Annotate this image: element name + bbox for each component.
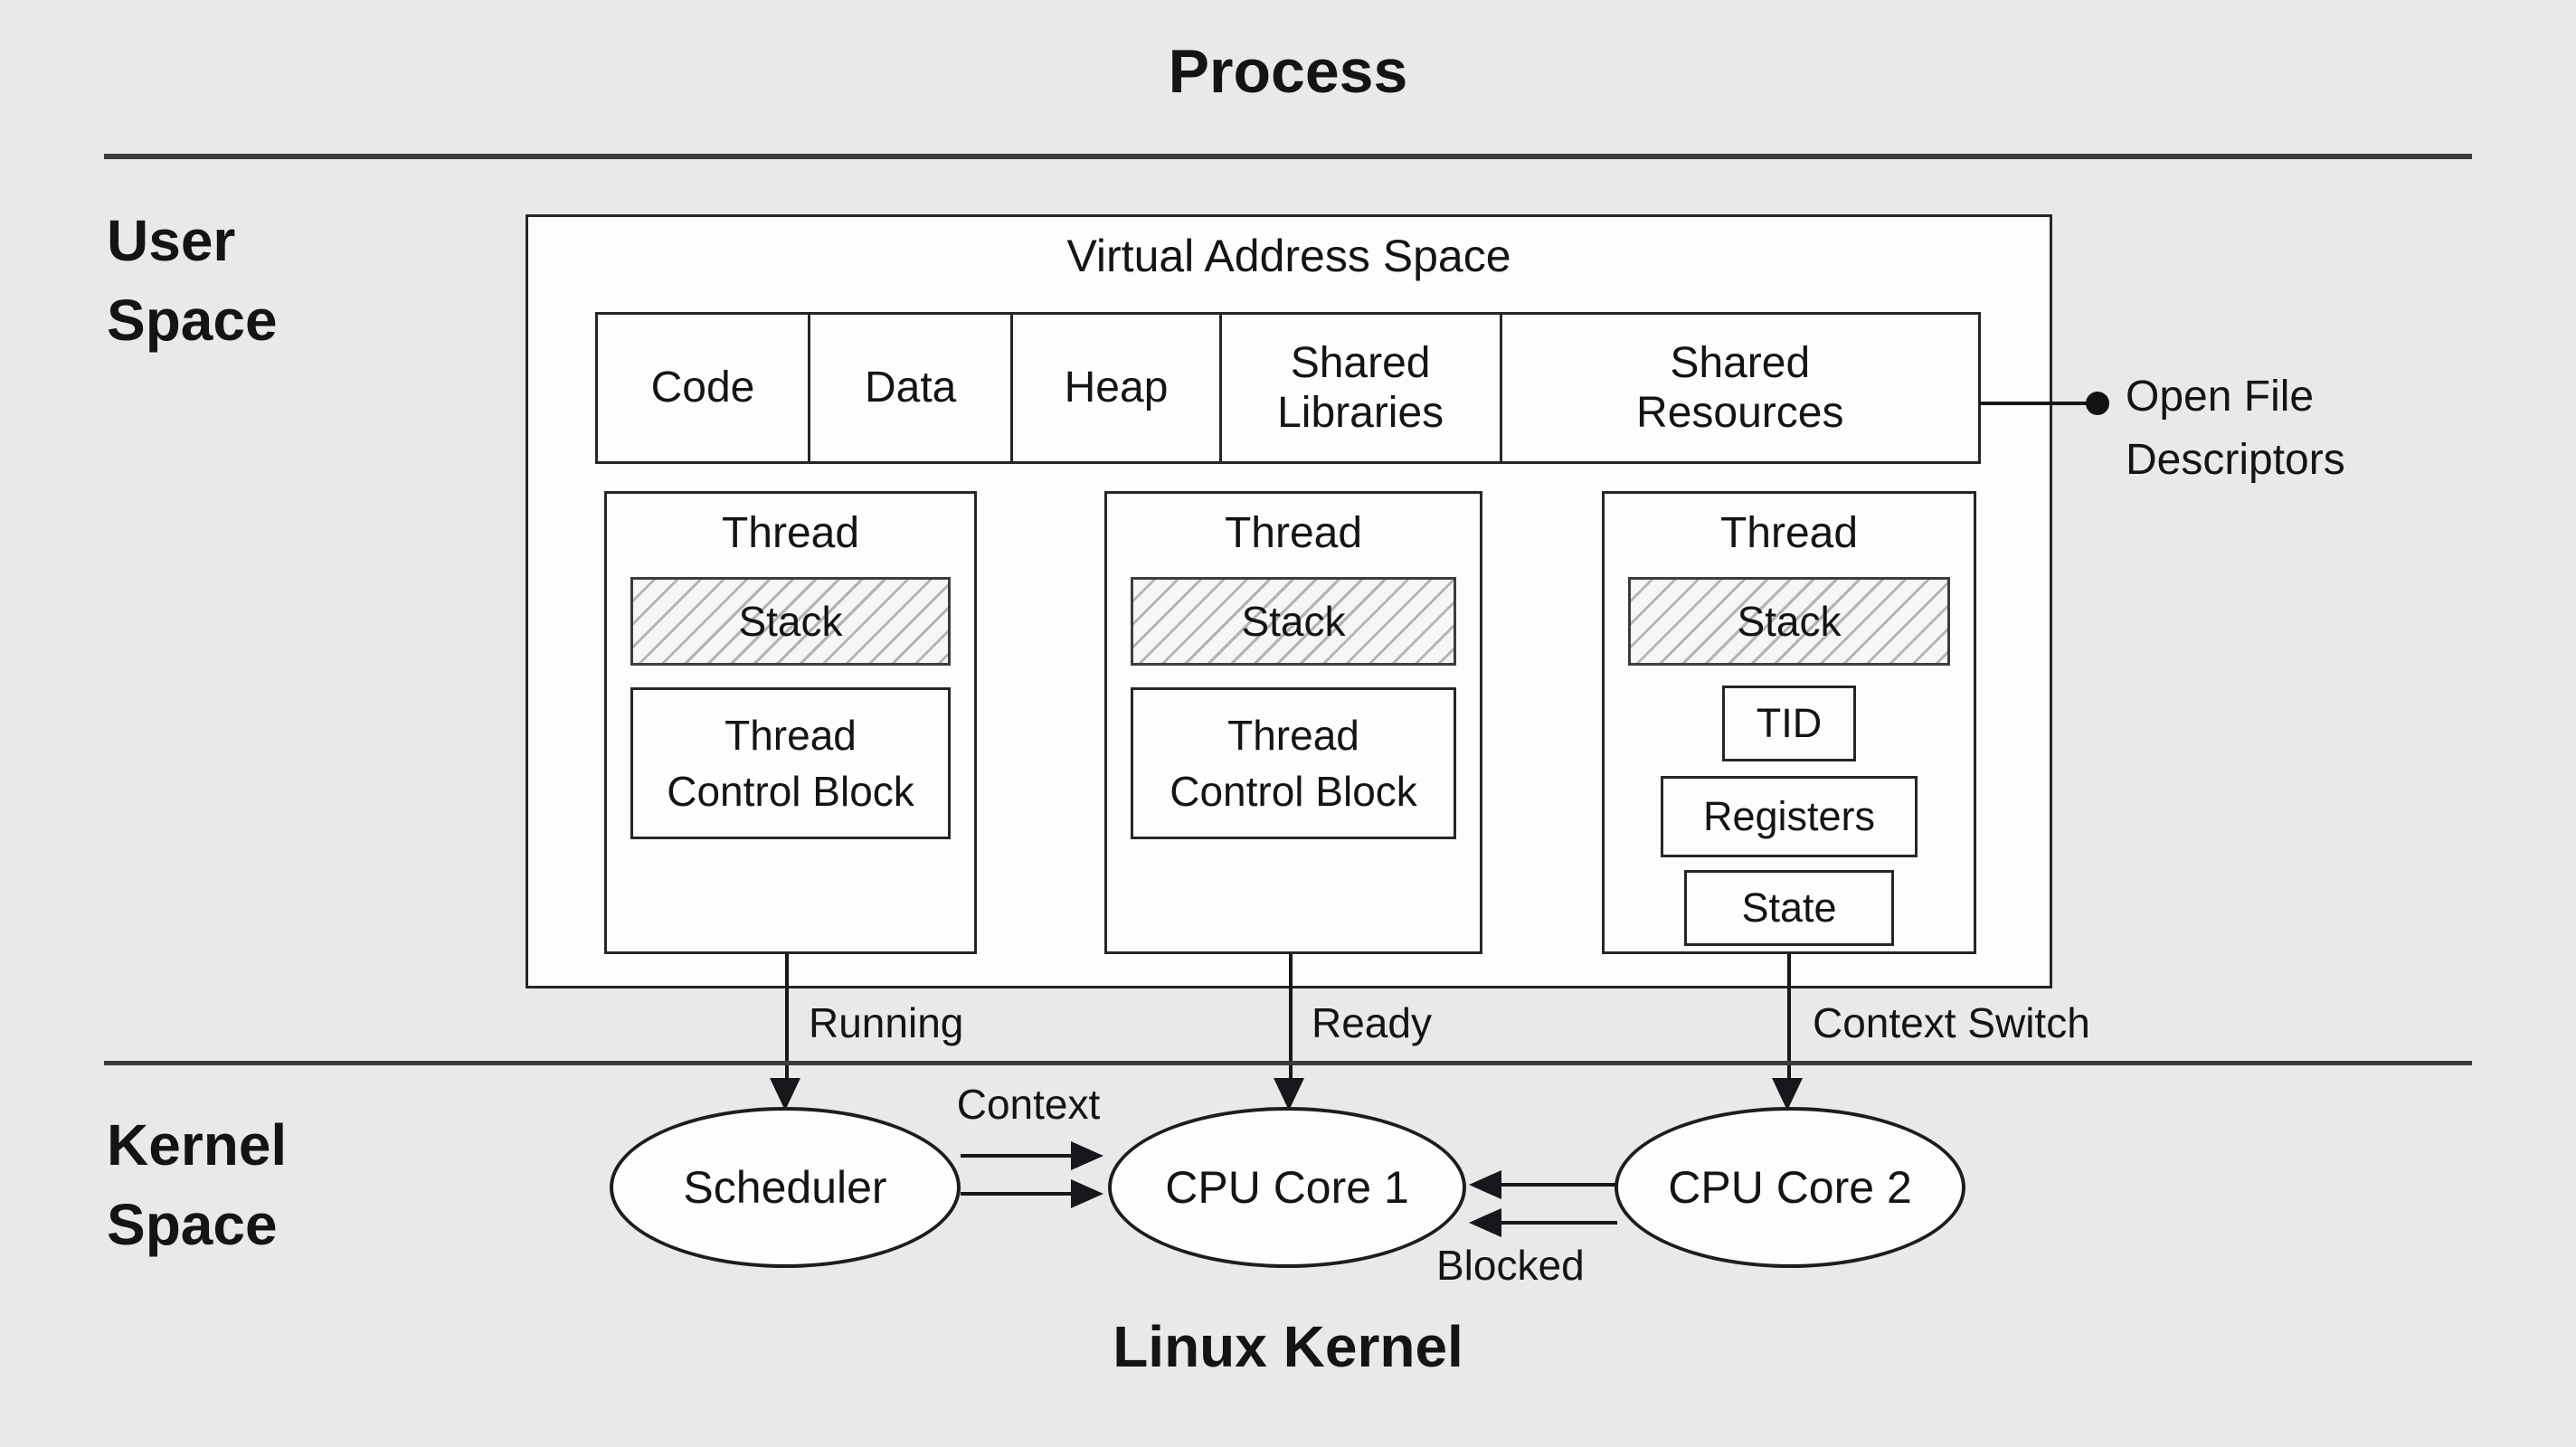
arrow-cpu2-to-cpu1-lower-head <box>1469 1208 1501 1237</box>
thread-1-title: Thread <box>721 509 860 557</box>
open-fd-bullet-dot <box>2086 392 2109 415</box>
thread-3-stack: Stack <box>1628 577 1950 666</box>
thread-3-state-box: State <box>1684 870 1894 946</box>
segment-shared-resources: Shared Resources <box>1501 315 1978 461</box>
linux-kernel-title: Linux Kernel <box>1113 1314 1463 1379</box>
arrow-cpu2-to-cpu1-upper-head <box>1469 1170 1501 1199</box>
thread-box-1: Thread Stack Thread Control Block <box>604 491 977 954</box>
user-space-label: User Space <box>107 208 278 354</box>
segment-data: Data <box>810 315 1014 461</box>
thread-2-control-block: Thread Control Block <box>1131 687 1456 839</box>
thread-3-registers-box: Registers <box>1661 776 1918 857</box>
arrow-scheduler-to-cpu1-upper-head <box>1071 1141 1103 1170</box>
cpu-core-2-node: CPU Core 2 <box>1615 1107 1965 1268</box>
transition-ready-label: Ready <box>1312 999 1432 1046</box>
arrow-thread3-to-cpu2-line <box>1787 954 1791 1081</box>
segment-heap: Heap <box>1013 315 1222 461</box>
thread-2-title: Thread <box>1224 509 1363 557</box>
cpu-core-1-node: CPU Core 1 <box>1108 1107 1466 1268</box>
thread-1-control-block: Thread Control Block <box>630 687 951 839</box>
arrow-thread3-to-cpu2-head <box>1772 1078 1803 1111</box>
context-label: Context <box>956 1081 1101 1128</box>
arrow-scheduler-to-cpu1-lower-line <box>961 1192 1073 1196</box>
arrow-thread2-to-cpu1-head <box>1274 1078 1304 1111</box>
open-fd-connector-line <box>1979 402 2097 405</box>
thread-1-stack: Stack <box>630 577 951 666</box>
arrow-cpu2-to-cpu1-lower-line <box>1501 1221 1617 1225</box>
arrow-thread1-to-scheduler-head <box>770 1078 800 1111</box>
thread-box-2: Thread Stack Thread Control Block <box>1104 491 1482 954</box>
thread-3-tid-box: TID <box>1722 686 1856 761</box>
arrow-thread1-to-scheduler-line <box>785 954 789 1081</box>
arrow-cpu2-to-cpu1-upper-line <box>1501 1183 1617 1187</box>
open-fd-label: Open File Descriptors <box>2126 373 2345 484</box>
user-space-divider-line <box>104 154 2472 159</box>
segment-code: Code <box>598 315 810 461</box>
thread-box-3: Thread Stack TID Registers State <box>1602 491 1976 954</box>
blocked-label: Blocked <box>1436 1242 1585 1289</box>
segment-row: Code Data Heap Shared Libraries Shared R… <box>595 312 1981 464</box>
transition-running-label: Running <box>809 999 964 1046</box>
thread-2-stack: Stack <box>1131 577 1456 666</box>
arrow-scheduler-to-cpu1-upper-line <box>961 1154 1073 1158</box>
arrow-thread2-to-cpu1-line <box>1289 954 1293 1081</box>
kernel-space-label: Kernel Space <box>107 1112 288 1258</box>
scheduler-node: Scheduler <box>610 1107 961 1268</box>
thread-3-title: Thread <box>1719 509 1859 557</box>
kernel-space-divider-line <box>104 1061 2472 1065</box>
transition-context-switch-label: Context Switch <box>1813 999 2090 1046</box>
virtual-address-space-title: Virtual Address Space <box>1066 231 1511 281</box>
segment-shared-libraries: Shared Libraries <box>1221 315 1502 461</box>
process-title: Process <box>1168 37 1408 106</box>
arrow-scheduler-to-cpu1-lower-head <box>1071 1179 1103 1208</box>
